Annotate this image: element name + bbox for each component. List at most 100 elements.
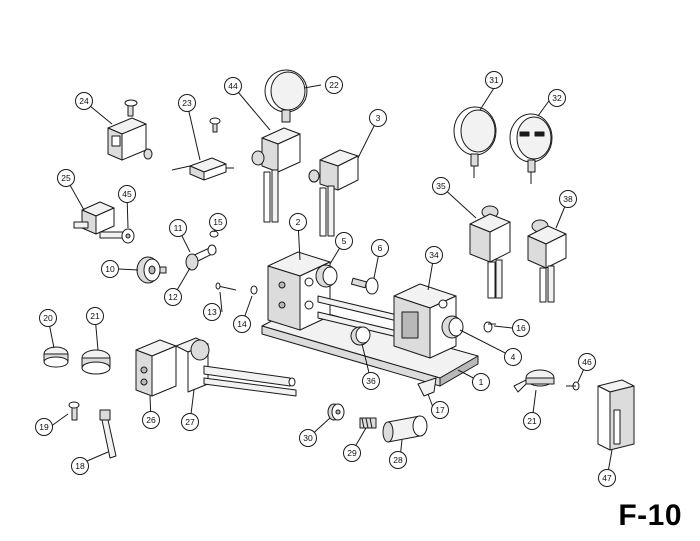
callout-5: 5: [335, 232, 353, 250]
callout-32: 32: [548, 89, 566, 107]
callout-26: 26: [142, 411, 160, 429]
callout-label: 1: [479, 377, 484, 387]
callout-35: 35: [432, 177, 450, 195]
callout-label: 26: [146, 415, 156, 425]
fixture-26-27-drawing: [135, 337, 297, 397]
callout-15: 15: [209, 213, 227, 231]
foot-21-right-drawing: [513, 369, 555, 393]
callout-16: 16: [512, 319, 530, 337]
callout-label: 30: [303, 433, 313, 443]
callout-46: 46: [578, 353, 596, 371]
callout-label: 44: [228, 81, 238, 91]
base-assembly-drawing: [261, 251, 479, 387]
callout-label: 13: [207, 307, 217, 317]
callout-label: 23: [182, 98, 192, 108]
dial-indicator-31-drawing: [453, 106, 497, 178]
callout-label: 14: [237, 319, 247, 329]
callout-label: 29: [347, 448, 357, 458]
callout-29: 29: [343, 444, 361, 462]
callout-label: 11: [174, 223, 183, 233]
callout-label: 25: [61, 173, 71, 183]
callout-27: 27: [181, 413, 199, 431]
callout-label: 5: [342, 236, 347, 246]
spring-29-drawing: [359, 417, 377, 429]
dial-indicator-22-drawing: [264, 69, 308, 123]
callout-label: 3: [376, 113, 381, 123]
callout-18: 18: [71, 457, 89, 475]
callout-label: 32: [552, 93, 562, 103]
callout-31: 31: [485, 71, 503, 89]
callout-label: 15: [213, 217, 223, 227]
callout-47: 47: [598, 469, 616, 487]
indicator-holder-38-drawing: [527, 219, 567, 303]
indicator-holder-35-drawing: [469, 205, 511, 299]
knob-10-drawing: [136, 256, 167, 284]
callout-label: 4: [511, 352, 516, 362]
callout-label: 17: [435, 405, 445, 415]
callout-13: 13: [203, 303, 221, 321]
callout-label: 24: [79, 96, 89, 106]
knob-30-drawing: [327, 403, 345, 421]
gauge-block-47-drawing: [597, 379, 635, 451]
callout-label: 21: [90, 311, 100, 321]
callout-label: 28: [393, 455, 403, 465]
screw-16-drawing: [483, 321, 496, 333]
callout-44: 44: [224, 77, 242, 95]
callout-25: 25: [57, 169, 75, 187]
screws-18-19-drawing: [68, 401, 117, 459]
screw-46-drawing: [566, 381, 580, 391]
callout-label: 21: [527, 416, 537, 426]
callout-label: 38: [563, 194, 573, 204]
fixture-25-drawing: [73, 201, 135, 244]
callout-label: 47: [602, 473, 612, 483]
callout-label: 19: [39, 422, 49, 432]
callout-10: 10: [101, 260, 119, 278]
indicator-holder-3-drawing: [308, 149, 359, 237]
callout-label: 18: [75, 461, 85, 471]
callout-label: 31: [489, 75, 499, 85]
callout-21-right: 21: [523, 412, 541, 430]
callout-20: 20: [39, 309, 57, 327]
callout-label: 35: [436, 181, 446, 191]
callout-24: 24: [75, 92, 93, 110]
callout-label: 46: [582, 357, 592, 367]
figure-id-label: F-10: [618, 499, 682, 532]
callout-30: 30: [299, 429, 317, 447]
feet-20-21-drawing: [43, 346, 111, 375]
callout-34: 34: [425, 246, 443, 264]
plunger-28-drawing: [382, 415, 428, 443]
callout-label: 20: [43, 313, 53, 323]
indicator-holder-44-drawing: [251, 127, 301, 223]
callout-11: 11: [169, 219, 187, 237]
callout-28: 28: [389, 451, 407, 469]
callout-label: 36: [366, 376, 376, 386]
callout-label: 16: [516, 323, 526, 333]
dial-indicator-32-drawing: [509, 113, 553, 184]
callout-6: 6: [371, 239, 389, 257]
callout-label: 34: [429, 250, 439, 260]
callout-label: 10: [105, 264, 115, 274]
tip-17-drawing: [417, 377, 437, 397]
callouts: 1 2 3 4 5 6 10 11 12 13 14 15 16 17 18 1…: [35, 71, 616, 487]
callout-21-left: 21: [86, 307, 104, 325]
callout-14: 14: [233, 315, 251, 333]
callout-label: 45: [122, 189, 132, 199]
callout-45: 45: [118, 185, 136, 203]
callout-2: 2: [289, 213, 307, 231]
cam-11-12-drawing: [185, 230, 258, 295]
bracket-24-drawing: [107, 99, 153, 161]
callout-22: 22: [325, 76, 343, 94]
callout-23: 23: [178, 94, 196, 112]
clamp-23-drawing: [171, 117, 234, 181]
callout-19: 19: [35, 418, 53, 436]
callout-label: 27: [185, 417, 195, 427]
callout-label: 6: [378, 243, 383, 253]
callout-12: 12: [164, 288, 182, 306]
callout-17: 17: [431, 401, 449, 419]
callout-3: 3: [369, 109, 387, 127]
callout-4: 4: [504, 348, 522, 366]
callout-36: 36: [362, 372, 380, 390]
callout-label: 22: [329, 80, 339, 90]
callout-label: 2: [296, 217, 301, 227]
callout-label: 12: [168, 292, 178, 302]
